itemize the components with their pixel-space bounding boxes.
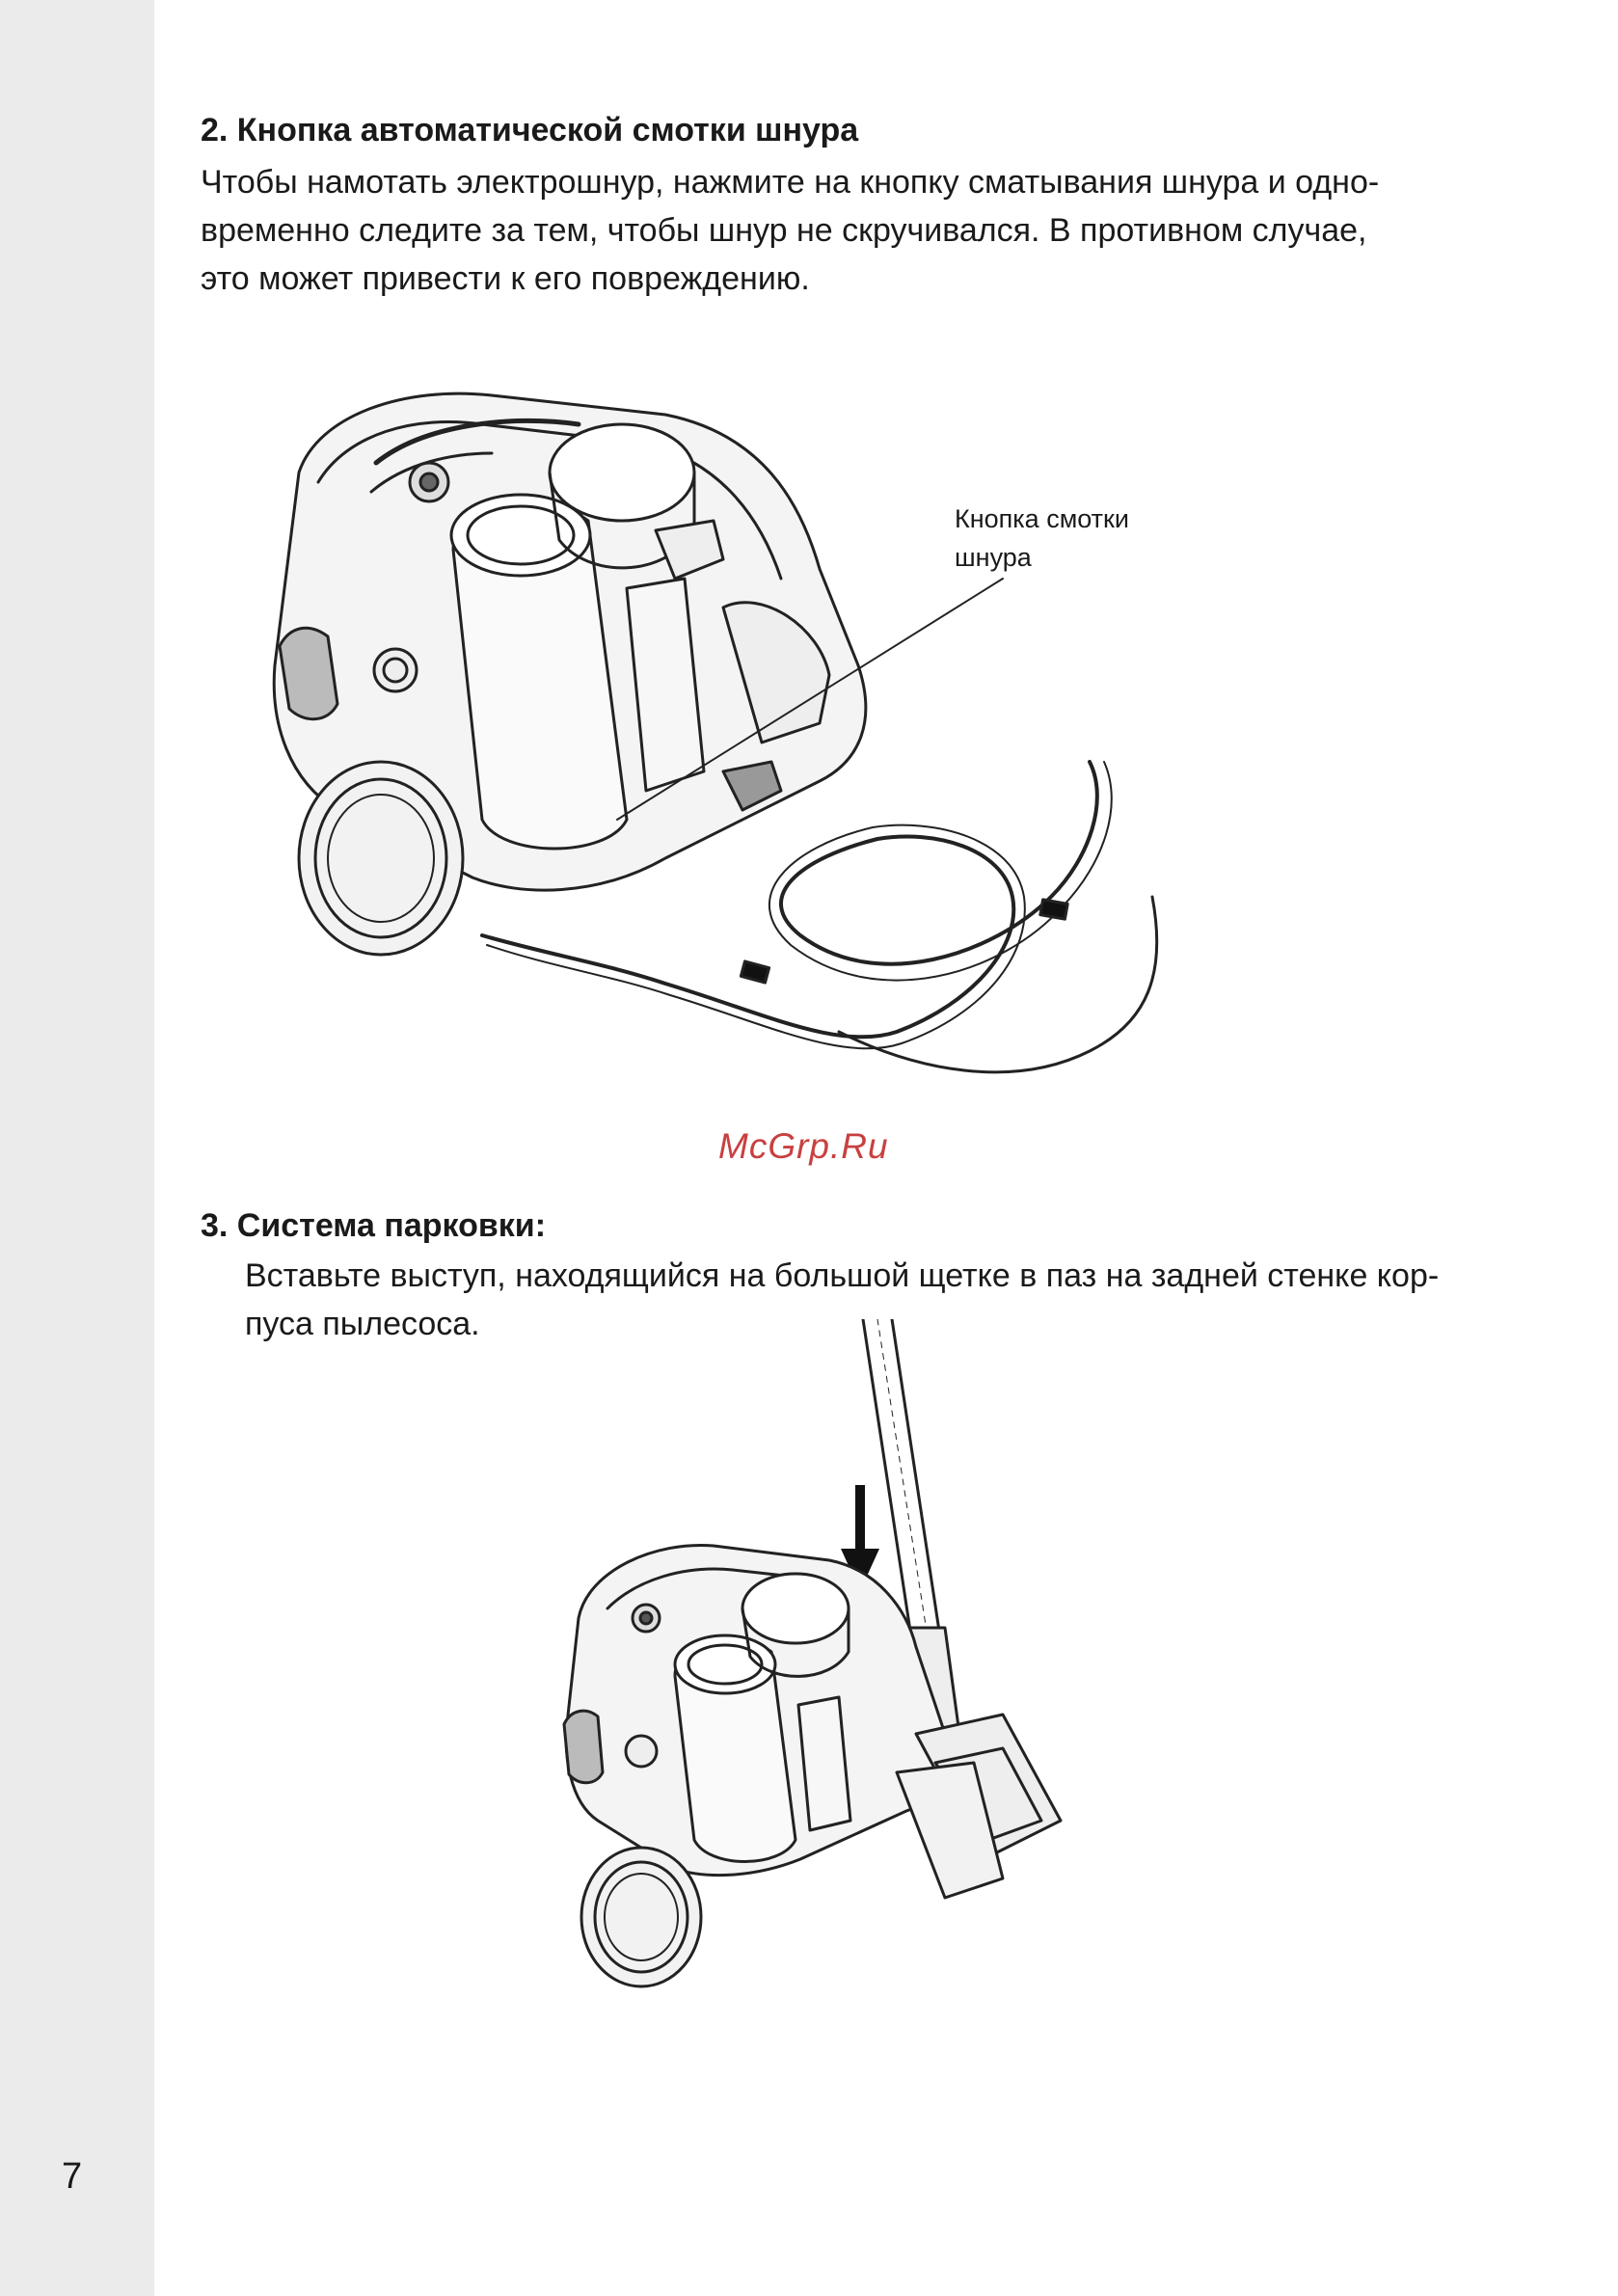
section-3-heading: 3. Система парковки:: [201, 1207, 547, 1244]
section-2-line: Чтобы намотать электрошнур, нажмите на к…: [201, 164, 1380, 201]
section-3-line: Вставьте выступ, находящийся на большой …: [245, 1257, 1440, 1294]
section-2-text: Чтобы намотать электрошнур, нажмите на к…: [201, 158, 1379, 303]
cord-rewind-callout: Кнопка смотки шнура: [955, 500, 1129, 577]
side-margin-strip: [0, 0, 154, 2296]
section-2-line: это может привести к его повреждению.: [201, 260, 810, 297]
section-2-heading: 2. Кнопка автоматической смотки шнура: [201, 112, 859, 149]
section-3-text: Вставьте выступ, находящийся на большой …: [245, 1252, 1439, 1348]
callout-line: шнура: [955, 543, 1032, 572]
vacuum-parking-illustration: [562, 1319, 1063, 1988]
callout-line: Кнопка смотки: [955, 504, 1129, 533]
page-number: 7: [62, 2156, 83, 2197]
section-2-line: временно следите за тем, чтобы шнур не с…: [201, 212, 1367, 249]
vacuum-cord-illustration: [272, 392, 1159, 1074]
section-3-line: пуса пылесоса.: [245, 1306, 480, 1342]
watermark: McGrp.Ru: [718, 1126, 889, 1166]
